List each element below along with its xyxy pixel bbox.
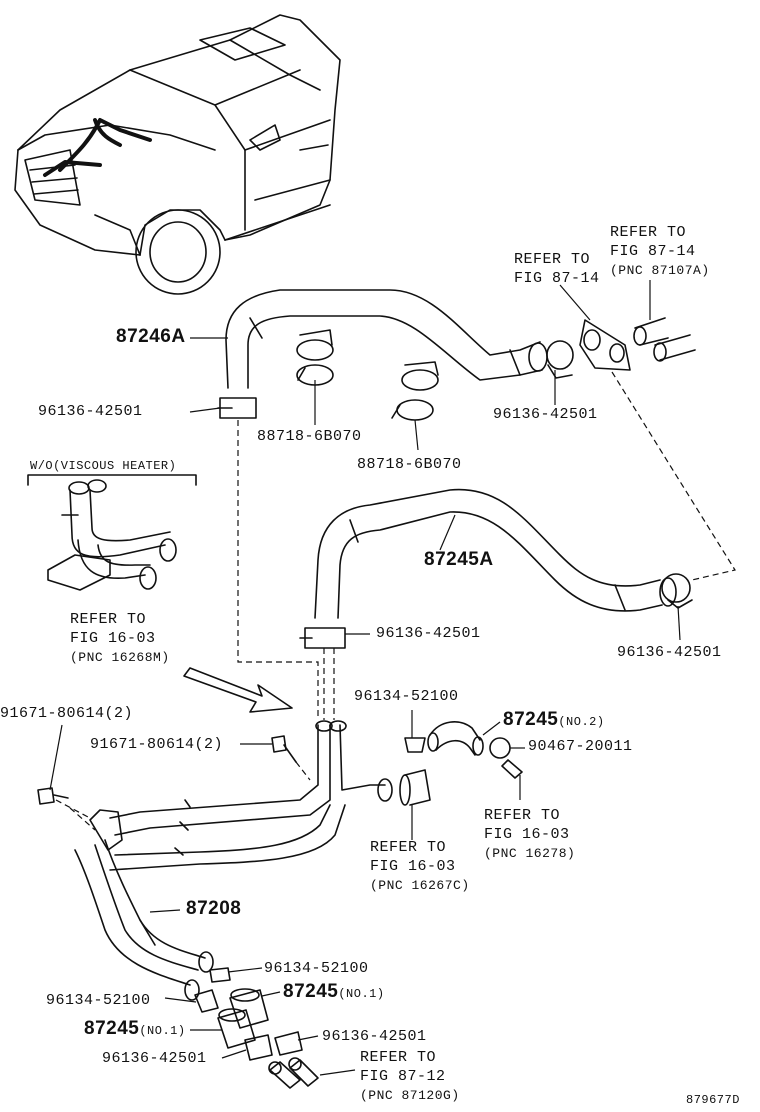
part-no2-suffix: (NO.2) (558, 715, 605, 729)
dashed-guides (55, 371, 736, 831)
hose-87246A (225, 289, 548, 389)
part-no1-left-suffix: (NO.1) (139, 1024, 186, 1038)
ref-pnc: (PNC 87120G) (360, 1088, 460, 1103)
vehicle-illustration (14, 14, 341, 295)
label-clamp-f: 96136-42501 (102, 1050, 207, 1067)
label-clamp-small-b: 96134-52100 (264, 960, 369, 977)
flange-fitting (579, 317, 696, 371)
clip-88718-b (391, 361, 439, 421)
ref-fig-87-12: REFER TO FIG 87-12 (PNC 87120G) (360, 1048, 460, 1105)
hose-87245A (314, 488, 677, 619)
ref-fig-16-03-16268M: REFER TO FIG 16-03 (PNC 16268M) (70, 610, 170, 667)
label-clamp-c: 96136-42501 (376, 625, 481, 642)
leader-lines (49, 280, 681, 1076)
label-87208: 87208 (186, 898, 242, 919)
ref-pnc: (PNC 16267C) (370, 878, 470, 893)
ref-line1: REFER TO (514, 251, 591, 268)
bolt-center (271, 735, 297, 763)
label-clamp-e: 96136-42501 (322, 1028, 427, 1045)
label-clip-b: 88718-6B070 (357, 456, 462, 473)
ref-line1: REFER TO (360, 1049, 437, 1066)
label-bolt-a: 91671-80614(2) (0, 705, 134, 722)
label-clamp-b: 96136-42501 (493, 406, 598, 423)
ref-line2: FIG 87-14 (514, 270, 600, 287)
ref-line2: FIG 87-12 (360, 1068, 446, 1085)
hose-87245-no2 (404, 721, 523, 779)
label-clamp-small-a: 96134-52100 (354, 688, 459, 705)
clamp-87245A-left (299, 627, 346, 649)
label-wo-viscous-heater: W/O(VISCOUS HEATER) (30, 459, 177, 473)
clamp-left-87246A (217, 397, 257, 419)
label-clamp-small-c: 96134-52100 (46, 992, 151, 1009)
label-87245A: 87245A (424, 549, 494, 570)
label-clamp-d: 96136-42501 (617, 644, 722, 661)
ref-fig-16-03-16278: REFER TO FIG 16-03 (PNC 16278) (484, 806, 575, 863)
outlet-hose-stub (399, 769, 431, 806)
label-87246A: 87246A (116, 326, 186, 347)
direction-arrow (183, 667, 293, 713)
ref-line1: REFER TO (370, 839, 447, 856)
part-no1-right-suffix: (NO.1) (338, 987, 385, 1001)
part-87245-no1-right: 87245 (283, 981, 339, 1002)
label-90467: 90467-20011 (528, 738, 633, 755)
ref-pnc: (PNC 87107A) (610, 263, 710, 278)
ref-line2: FIG 16-03 (70, 630, 156, 647)
ref-fig-16-03-16267C: REFER TO FIG 16-03 (PNC 16267C) (370, 838, 470, 895)
label-87245-no2: 87245(NO.2) (503, 709, 605, 731)
clamp-87245A-right (661, 573, 693, 609)
part-87245-no2: 87245 (503, 709, 559, 730)
ref-pnc: (PNC 16278) (484, 846, 576, 861)
lower-hoses (194, 967, 319, 1089)
viscous-heater-box (27, 474, 197, 591)
ref-line1: REFER TO (70, 611, 147, 628)
ref-line2: FIG 16-03 (370, 858, 456, 875)
clip-88718-a (296, 329, 334, 386)
diagram-code: 879677D (686, 1093, 740, 1107)
label-87245-no1-right: 87245(NO.1) (283, 981, 385, 1003)
ref-line1: REFER TO (484, 807, 561, 824)
part-87245-no1-left: 87245 (84, 1018, 140, 1039)
ref-line1: REFER TO (610, 224, 687, 241)
label-87245-no1-left: 87245(NO.1) (84, 1018, 186, 1040)
pipe-87208 (74, 720, 393, 1001)
bolt-left (37, 787, 69, 805)
ref-pnc: (PNC 16268M) (70, 650, 170, 665)
label-clamp-a: 96136-42501 (38, 403, 143, 420)
clamp-right-87246A (546, 340, 574, 379)
ref-line2: FIG 87-14 (610, 243, 696, 260)
ref-fig-87-14: REFER TO FIG 87-14 (514, 250, 600, 288)
ref-fig-87-14-pnc: REFER TO FIG 87-14 (PNC 87107A) (610, 223, 710, 280)
ref-line2: FIG 16-03 (484, 826, 570, 843)
label-clip-a: 88718-6B070 (257, 428, 362, 445)
label-bolt-b: 91671-80614(2) (90, 736, 224, 753)
